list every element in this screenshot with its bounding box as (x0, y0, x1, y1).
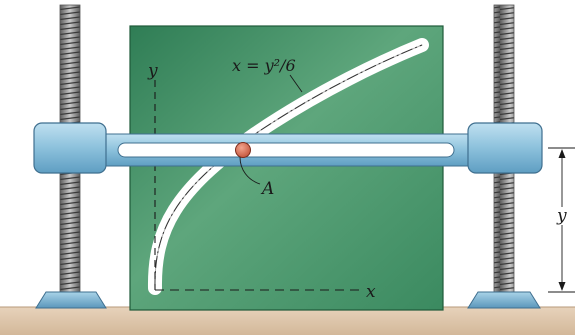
left-base (35, 291, 107, 309)
curve-equation-label: x = y²/6 (232, 56, 296, 75)
dimension-arrow-top (558, 149, 566, 158)
pin-leader-line (239, 156, 261, 185)
dimension-arrow-bottom (558, 282, 566, 291)
bar-slot (117, 142, 455, 158)
dimension-label-bg (556, 207, 569, 225)
curve-centerline (154, 44, 423, 289)
y-axis-label: y (147, 61, 158, 81)
pin-a-label: A (260, 179, 274, 199)
left-clamp-block (33, 122, 107, 174)
right-clamp-block (467, 122, 543, 174)
green-plate (129, 25, 444, 311)
dimension-label: y (556, 206, 567, 226)
floor (0, 307, 575, 335)
equation-leader-line (289, 74, 303, 93)
right-base (467, 291, 541, 309)
x-axis-label: x (366, 282, 376, 302)
pin-a (235, 142, 251, 158)
